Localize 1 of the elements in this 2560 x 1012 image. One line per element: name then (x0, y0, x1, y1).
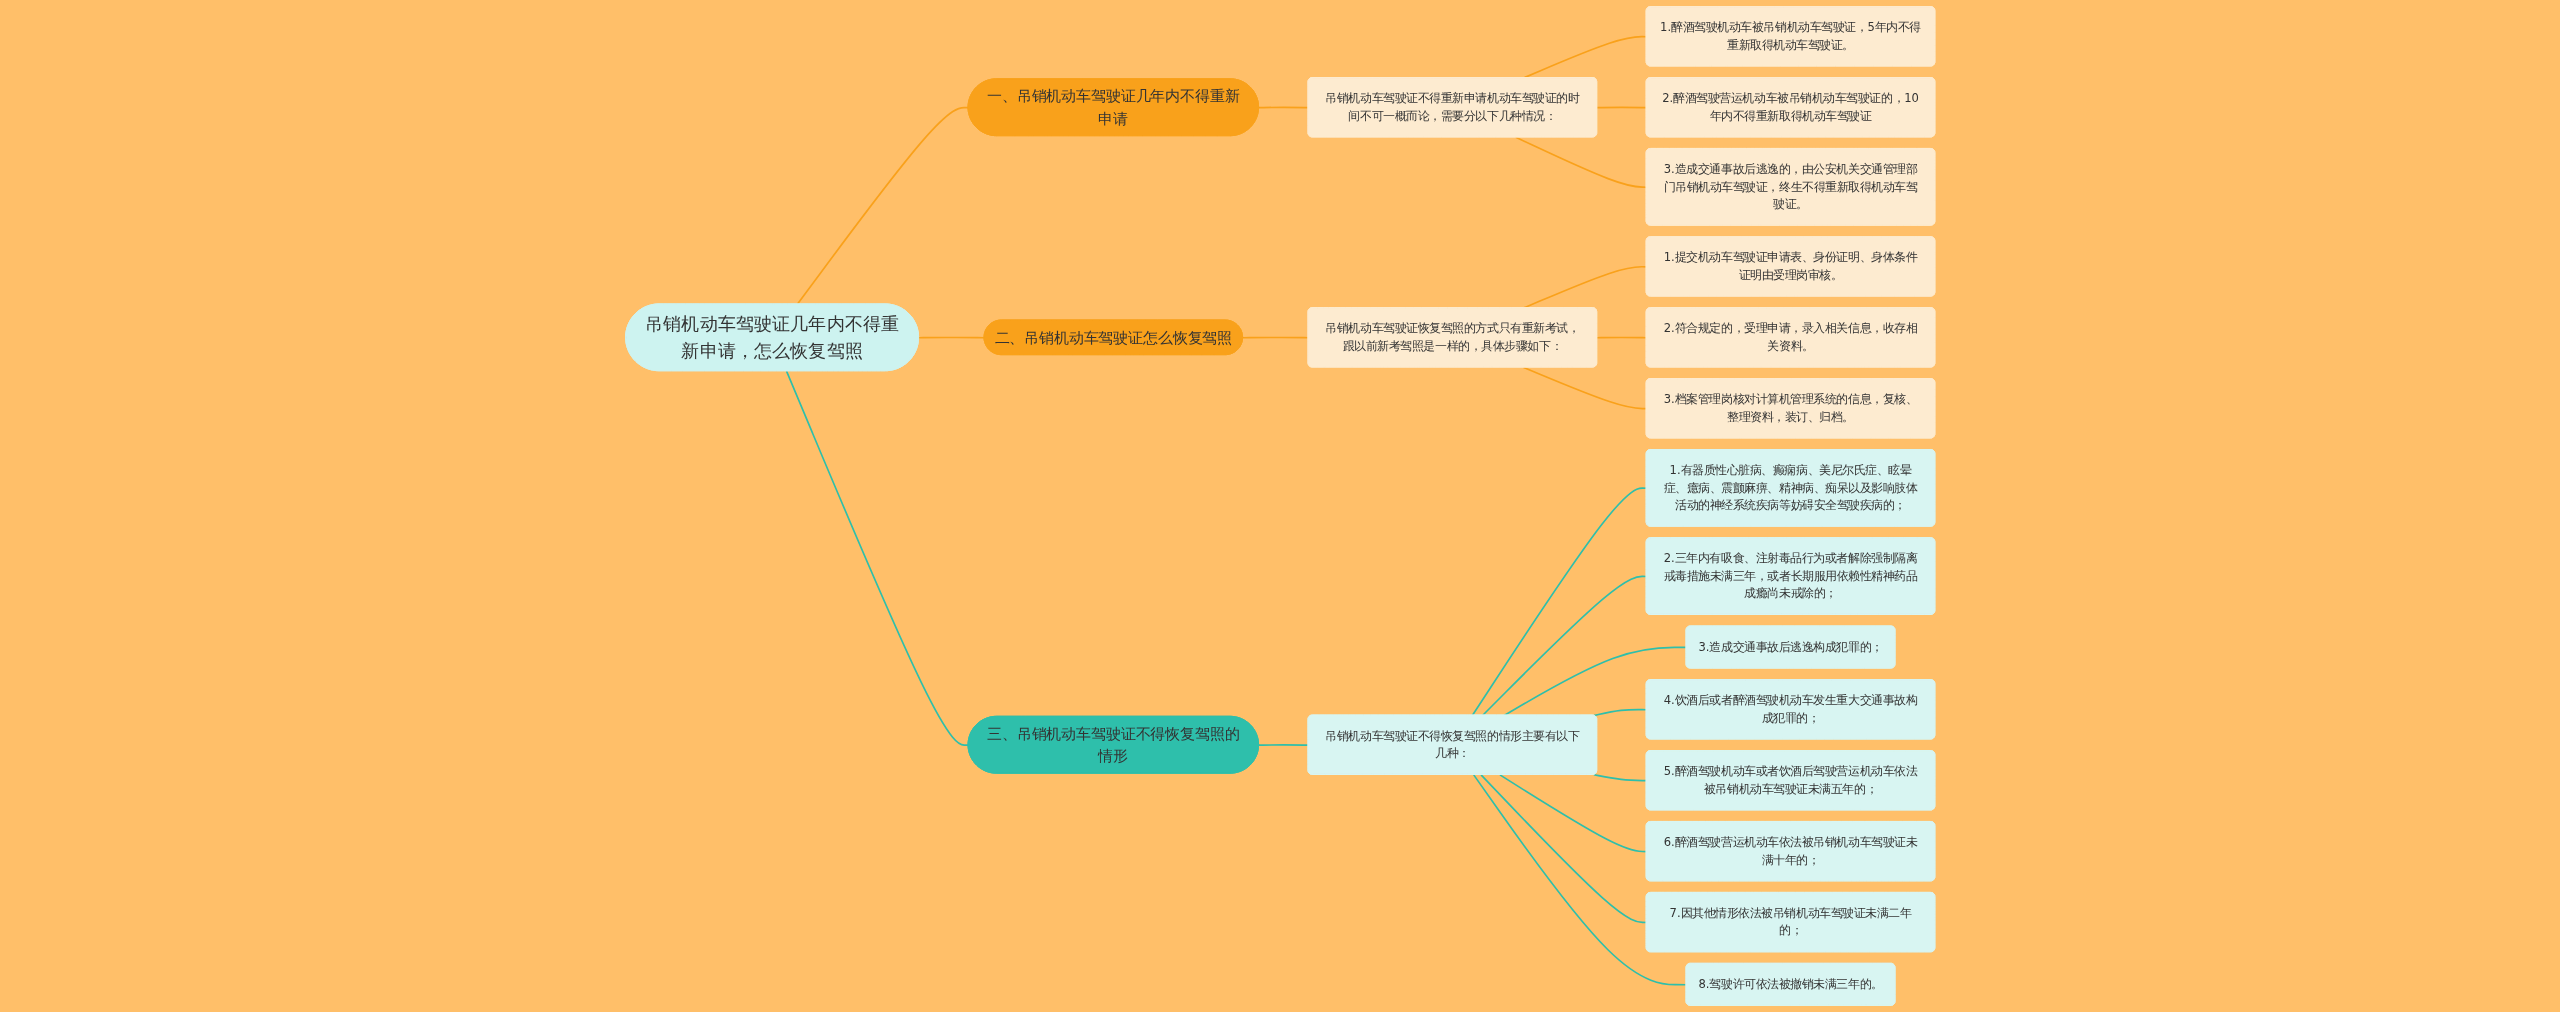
connector (917, 336, 986, 339)
